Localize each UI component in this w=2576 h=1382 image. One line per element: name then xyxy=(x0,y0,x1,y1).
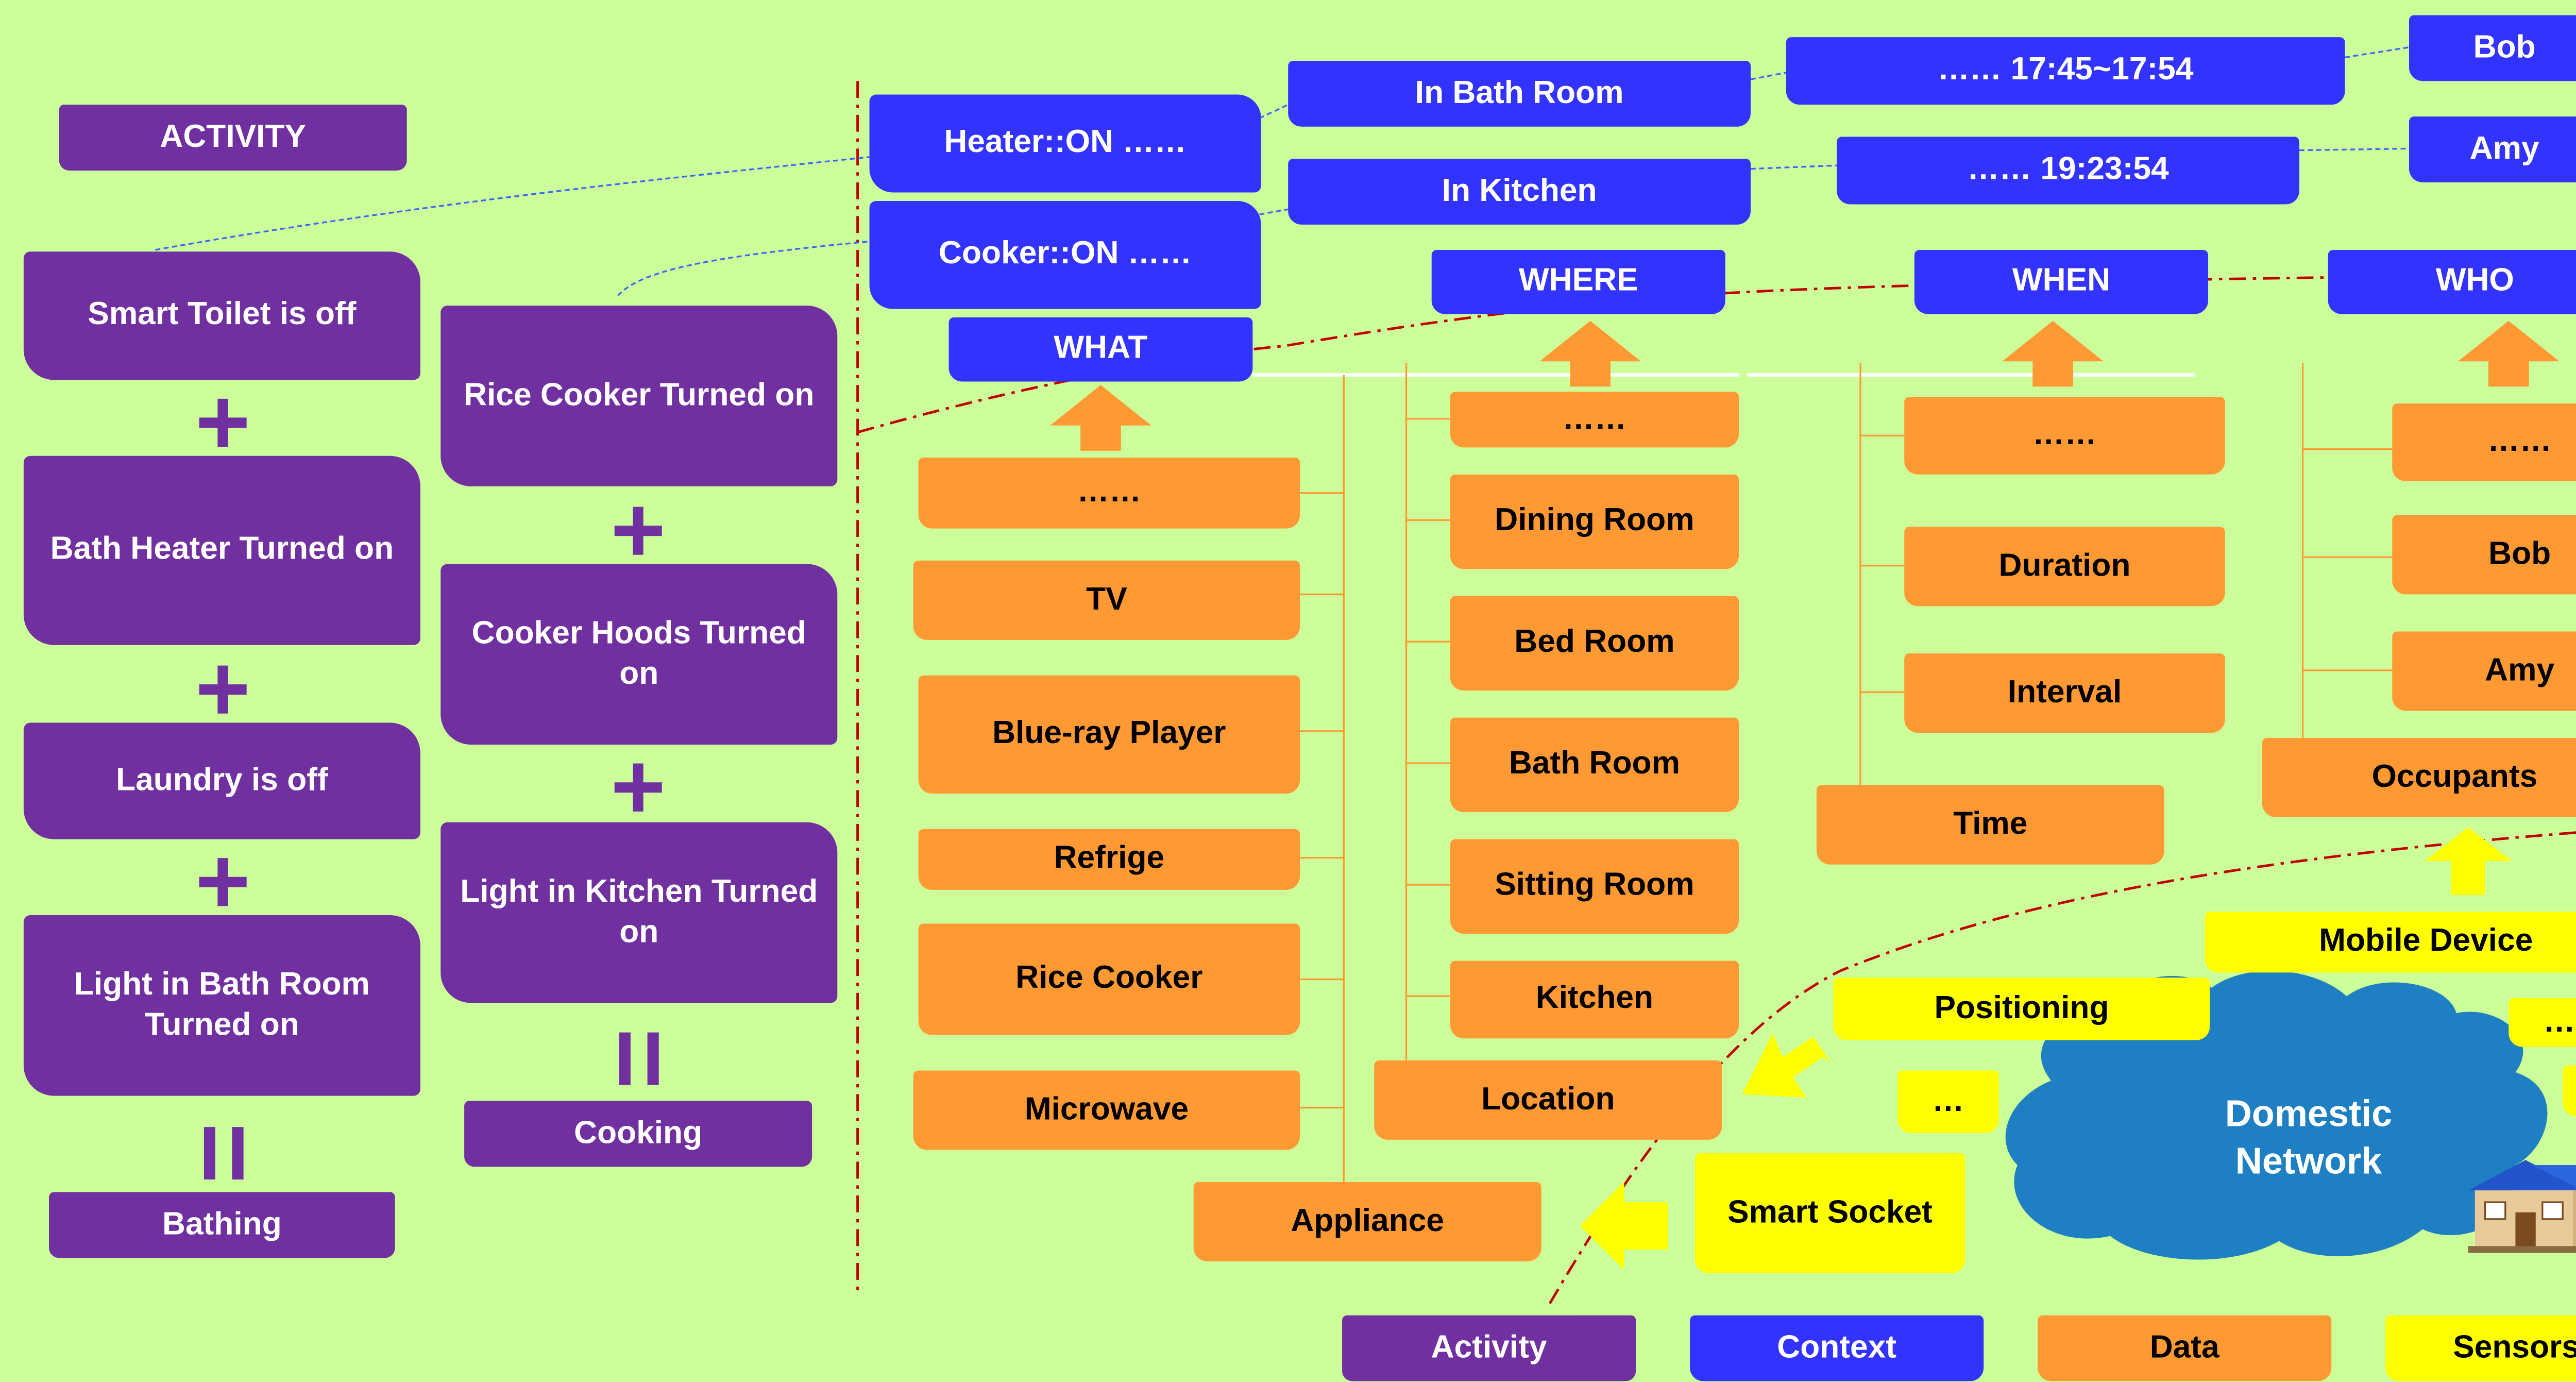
legend-activity: Activity xyxy=(1342,1315,1636,1381)
appliance-item: Microwave xyxy=(913,1070,1300,1150)
bathing-step-1: Smart Toilet is off xyxy=(23,251,420,380)
plus-sign: + xyxy=(195,368,251,475)
plus-sign: + xyxy=(611,733,666,839)
time-parent: Time xyxy=(1816,785,2164,865)
plus-sign: + xyxy=(611,476,666,583)
positioning-arrow xyxy=(1742,1033,1832,1098)
occupants-parent: Occupants xyxy=(2262,737,2576,817)
appliance-item: Refrige xyxy=(918,829,1300,890)
domestic-network-cloud xyxy=(2005,971,2548,1260)
location-item: Sitting Room xyxy=(1450,839,1739,934)
network-label: Domestic Network xyxy=(2178,1091,2439,1184)
location-item: Dining Room xyxy=(1450,474,1739,569)
socket-left-arrow xyxy=(1580,1182,1668,1270)
location-item: Kitchen xyxy=(1450,960,1739,1039)
occupants-item: Bob xyxy=(2392,515,2576,595)
location-parent: Location xyxy=(1374,1060,1722,1140)
context-where-kitchen: In Kitchen xyxy=(1288,159,1751,225)
appliance-item: Blue-ray Player xyxy=(918,675,1300,794)
when-up-arrow xyxy=(2002,321,2104,387)
heater-link xyxy=(155,156,870,251)
network-label-line1: Domestic xyxy=(2225,1092,2393,1135)
context-where-bathroom: In Bath Room xyxy=(1288,60,1751,127)
context-when-2: …… 19:23:54 xyxy=(1837,137,2300,205)
occupants-item: …… xyxy=(2392,403,2576,481)
cooking-step-3: Light in Kitchen Turned on xyxy=(440,822,838,1003)
bathing-step-3: Laundry is off xyxy=(23,722,420,839)
cooking-result: Cooking xyxy=(464,1101,812,1167)
who-up-arrow xyxy=(2458,321,2560,387)
appliance-item: Rice Cooker xyxy=(918,923,1300,1035)
time-item: Interval xyxy=(1904,653,2225,733)
sensor-mobile-device: Mobile Device xyxy=(2205,912,2576,973)
sensor-boundary-line xyxy=(1548,831,2576,1304)
equals-sign: = xyxy=(581,1028,698,1089)
header-what: WHAT xyxy=(948,317,1253,382)
mobile-up-arrow xyxy=(2424,827,2512,895)
legend-context: Context xyxy=(1690,1315,1984,1381)
sensor-positioning: Positioning xyxy=(1833,977,2210,1040)
appliance-parent: Appliance xyxy=(1193,1182,1541,1261)
bathing-step-2: Bath Heater Turned on xyxy=(23,456,420,645)
legend-data: Data xyxy=(2038,1315,2332,1381)
context-what-heater: Heater::ON …… xyxy=(869,94,1261,193)
sensor-more: … xyxy=(1897,1070,1999,1133)
header-where: WHERE xyxy=(1431,249,1725,314)
time-item: …… xyxy=(1904,397,2225,475)
header-who: WHO xyxy=(2328,249,2576,314)
context-who-amy: Amy xyxy=(2409,116,2576,182)
location-item: …… xyxy=(1450,392,1739,448)
appliance-item: TV xyxy=(913,560,1300,640)
house-icon xyxy=(2468,1160,2576,1253)
cooking-step-1: Rice Cooker Turned on xyxy=(440,306,838,486)
header-when: WHEN xyxy=(1914,249,2209,314)
activity-header: ACTIVITY xyxy=(59,105,407,171)
sensor-more: … xyxy=(2563,1065,2576,1116)
cooker-link xyxy=(617,240,870,296)
time-tree-lines xyxy=(1859,363,1905,785)
cooking-step-2: Cooker Hoods Turned on xyxy=(440,564,838,745)
what-up-arrow xyxy=(1050,385,1151,451)
occupants-item: Amy xyxy=(2392,631,2576,711)
bathing-result: Bathing xyxy=(49,1192,395,1258)
appliance-tree-lines xyxy=(1300,375,1345,1182)
sensor-more: … xyxy=(2509,998,2576,1047)
occupants-tree-lines xyxy=(2301,363,2393,738)
location-item: Bed Room xyxy=(1450,596,1739,691)
location-item: Bath Room xyxy=(1450,717,1739,813)
network-label-line2: Network xyxy=(2235,1139,2382,1182)
plus-sign: + xyxy=(195,635,251,741)
sensor-smart-socket: Smart Socket xyxy=(1694,1153,1965,1273)
context-what-cooker: Cooker::ON …… xyxy=(869,200,1261,309)
time-item: Duration xyxy=(1904,527,2225,606)
where-up-arrow xyxy=(1539,321,1641,387)
plus-sign: + xyxy=(195,827,251,934)
equals-sign: = xyxy=(165,1122,282,1184)
bathing-step-4: Light in Bath Room Turned on xyxy=(23,915,420,1096)
legend-sensors: Sensors xyxy=(2385,1315,2576,1381)
appliance-item: …… xyxy=(918,458,1300,529)
context-who-bob: Bob xyxy=(2409,15,2576,81)
location-tree-lines xyxy=(1405,363,1450,1060)
context-when-1: …… 17:45~17:54 xyxy=(1786,37,2345,105)
